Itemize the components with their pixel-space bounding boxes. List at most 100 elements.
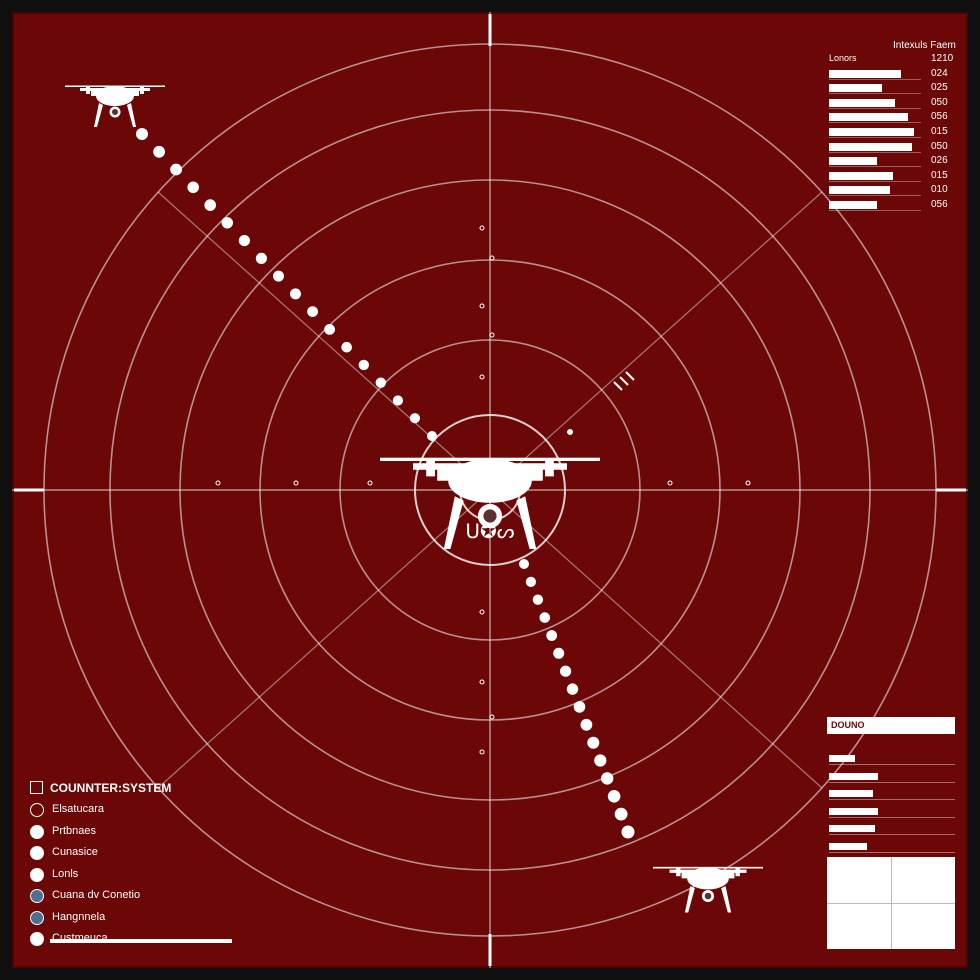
stat-value: 056 <box>931 199 948 210</box>
status-bar <box>829 807 878 815</box>
stat-bar <box>829 84 882 93</box>
stat-value: 025 <box>931 82 948 94</box>
legend-marker-icon <box>30 803 44 817</box>
trail-dot <box>587 736 600 749</box>
trail-dot <box>273 270 284 282</box>
stat-bar <box>829 128 914 136</box>
trail-dot <box>553 647 565 659</box>
stat-bar <box>829 69 901 78</box>
stat-bar <box>829 142 912 151</box>
radial-line-nw <box>157 191 491 491</box>
stat-value: 015 <box>931 169 948 181</box>
trail-dot <box>358 359 369 371</box>
stat-row: 024 <box>827 67 962 81</box>
legend-item-label: Prtbnaes <box>52 824 97 837</box>
signal-marks <box>567 371 635 435</box>
trail-dot <box>290 288 301 300</box>
status-bar <box>829 842 867 850</box>
trail-dot <box>614 807 628 821</box>
trail-dot <box>392 395 403 406</box>
legend-marker-icon <box>30 824 44 839</box>
status-divider <box>829 834 955 835</box>
legend-item-label: Elsatucara <box>52 803 104 815</box>
stat-bar <box>829 201 877 209</box>
stat-row: 010 <box>827 183 962 197</box>
trail-dot <box>307 306 318 317</box>
mini-map-crosshair-v <box>891 857 892 949</box>
trail-dot <box>525 576 537 588</box>
trail-dot <box>221 217 233 229</box>
stat-divider <box>829 122 921 124</box>
quadcopter-drone-icon <box>65 85 165 127</box>
stat-divider <box>829 137 921 138</box>
stat-value: 050 <box>931 140 948 152</box>
legend-marker-icon <box>30 846 44 860</box>
stat-divider <box>829 151 921 153</box>
status-row <box>827 788 955 800</box>
stat-value: 050 <box>931 96 948 108</box>
trail-dot <box>324 324 335 335</box>
stats-title: Intexuls Faem <box>893 40 956 51</box>
stat-divider <box>829 107 921 109</box>
trail-dot <box>519 559 529 569</box>
stat-row: 1210 <box>827 52 962 66</box>
stat-row: 050 <box>827 140 962 154</box>
legend-item-label: Hangnnela <box>52 910 106 923</box>
trail-dot <box>204 199 216 211</box>
trail-dot <box>539 612 551 623</box>
legend-marker-icon <box>30 932 44 946</box>
trail-dot <box>560 665 572 677</box>
status-bar <box>829 755 855 762</box>
legend-item-label: Lonls <box>52 867 79 880</box>
stat-value: 024 <box>931 67 948 79</box>
legend-item-label: Cuana dv Conetio <box>52 889 141 901</box>
legend-marker-icon <box>30 867 44 882</box>
dotted-flight-path-upper <box>136 128 437 441</box>
trail-dot <box>532 594 544 605</box>
drone-top-left[interactable] <box>65 85 165 128</box>
stat-value: 1210 <box>931 53 954 64</box>
mini-map[interactable] <box>827 857 955 949</box>
quadcopter-drone-icon <box>653 866 763 913</box>
legend-checkbox[interactable] <box>30 781 43 794</box>
status-divider <box>829 816 955 818</box>
stat-divider <box>829 195 921 197</box>
trail-dot <box>607 790 621 803</box>
stat-row: 050 <box>827 96 962 110</box>
stat-divider <box>829 78 921 80</box>
trail-dot <box>170 163 183 176</box>
legend-marker-icon <box>30 889 44 903</box>
radial-line-se <box>489 489 823 789</box>
trail-dot <box>341 341 353 353</box>
drone-bottom-right[interactable] <box>653 866 763 913</box>
stat-value: 015 <box>931 126 948 137</box>
status-bar <box>829 825 875 832</box>
stat-divider <box>829 180 921 182</box>
stat-row: 025 <box>827 81 962 95</box>
trail-dot <box>153 145 166 158</box>
trail-dot <box>136 128 148 140</box>
trail-dot <box>238 235 250 247</box>
status-row <box>827 771 955 783</box>
radial-line-sw <box>157 489 491 789</box>
stat-divider <box>829 93 921 95</box>
range-ticks <box>215 225 751 755</box>
stat-divider <box>829 166 921 168</box>
stat-row: 026 <box>827 154 962 168</box>
radial-line-ne <box>489 191 823 491</box>
stat-bar <box>829 157 877 166</box>
status-divider <box>829 764 955 765</box>
trail-dot <box>546 630 558 641</box>
status-divider <box>829 781 955 783</box>
stat-divider <box>829 210 921 211</box>
trail-dot <box>594 754 607 767</box>
legend-marker-icon <box>30 910 44 925</box>
trail-dot <box>375 377 386 388</box>
stat-bar <box>829 186 890 195</box>
dotted-flight-path-lower <box>519 559 635 839</box>
trail-dot <box>573 701 586 713</box>
legend-progress-bar <box>50 939 232 943</box>
trail-dot <box>255 252 267 264</box>
status-divider <box>829 851 955 853</box>
